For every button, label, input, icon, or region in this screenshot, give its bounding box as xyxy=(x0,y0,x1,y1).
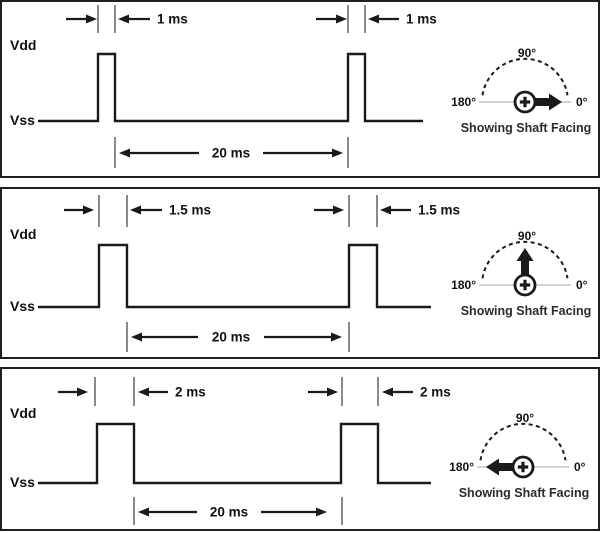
shaft-facing-dial: 90° 180° 0° Showing Shaft Facing xyxy=(451,229,591,318)
dim-arrow-right-icon xyxy=(327,387,338,397)
signal-low-label: Vss xyxy=(10,298,35,314)
dial-arc xyxy=(481,240,569,279)
pulse-width-annotation-right: 1 ms xyxy=(316,5,437,33)
dial-0-label: 0° xyxy=(574,460,586,474)
dial-90-label: 90° xyxy=(518,46,536,60)
pulse-width-label: 1.5 ms xyxy=(418,203,460,218)
dial-180-label: 180° xyxy=(451,278,476,292)
shaft-arrow-anchor xyxy=(486,458,514,476)
dial-90-label: 90° xyxy=(518,229,536,243)
panel-3-drawing: 2 ms 2 ms Vdd Vss 20 ms xyxy=(10,377,589,525)
shaft-arrow-anchor xyxy=(516,248,534,276)
signal-high-label: Vdd xyxy=(10,226,36,242)
shaft-arrow-anchor xyxy=(534,93,562,111)
signal-low-label: Vss xyxy=(10,112,35,128)
screw-plus-icon xyxy=(519,279,531,291)
period-label: 20 ms xyxy=(210,505,248,520)
pulse-width-annotation-left: 1 ms xyxy=(66,5,188,33)
shaft-facing-dial: 90° 180° 0° Showing Shaft Facing xyxy=(449,411,589,500)
screw-plus-icon xyxy=(519,96,531,108)
period-annotation: 20 ms xyxy=(126,322,350,352)
pulse-width-label: 1 ms xyxy=(406,12,437,27)
dim-arrow-right-icon xyxy=(316,507,327,517)
panel-1-drawing: 1 ms 1 ms Vdd Vss 20 ms xyxy=(10,5,591,168)
dial-caption: Showing Shaft Facing xyxy=(461,121,592,135)
dial-caption: Showing Shaft Facing xyxy=(461,304,592,318)
signal-high-label: Vdd xyxy=(10,405,36,421)
panel-pulse-1.5ms: 1.5 ms 1.5 ms Vdd Vss 20 ms xyxy=(0,187,600,359)
shaft-arrow-icon xyxy=(516,248,534,276)
dim-arrow-left-icon xyxy=(138,507,149,517)
pulse-width-label: 1 ms xyxy=(157,12,188,27)
panel-2-drawing: 1.5 ms 1.5 ms Vdd Vss 20 ms xyxy=(10,195,591,352)
dial-arc xyxy=(481,57,569,96)
dim-arrow-left-icon xyxy=(368,14,379,24)
dim-arrow-right-icon xyxy=(77,387,88,397)
dial-caption: Showing Shaft Facing xyxy=(459,486,590,500)
dim-arrow-right-icon xyxy=(86,14,97,24)
pulse-width-annotation-right: 2 ms xyxy=(308,377,451,406)
dim-arrow-left-icon xyxy=(130,205,141,215)
dim-arrow-left-icon xyxy=(138,387,149,397)
dim-arrow-right-icon xyxy=(83,205,94,215)
pwm-waveform-trace xyxy=(38,52,423,123)
pulse-width-annotation-left: 2 ms xyxy=(58,377,206,406)
dim-arrow-right-icon xyxy=(333,205,344,215)
pwm-waveform-trace xyxy=(38,243,431,309)
signal-high-label: Vdd xyxy=(10,37,36,53)
pulse-width-annotation-right: 1.5 ms xyxy=(314,195,460,227)
pulse-width-annotation-left: 1.5 ms xyxy=(64,195,211,227)
dim-arrow-left-icon xyxy=(131,332,142,342)
dial-180-label: 180° xyxy=(451,95,476,109)
pwm-waveform-trace xyxy=(38,422,431,485)
signal-low-label: Vss xyxy=(10,474,35,490)
dial-0-label: 0° xyxy=(576,95,588,109)
panel-pulse-1ms: 1 ms 1 ms Vdd Vss 20 ms xyxy=(0,0,600,178)
period-annotation: 20 ms xyxy=(114,137,349,168)
shaft-facing-dial: 90° 180° 0° Showing Shaft Facing xyxy=(451,46,591,135)
dim-arrow-left-icon xyxy=(119,148,130,158)
shaft-arrow-icon xyxy=(486,458,514,476)
pulse-width-label: 2 ms xyxy=(420,385,451,400)
dim-arrow-right-icon xyxy=(332,148,343,158)
panel-pulse-2ms: 2 ms 2 ms Vdd Vss 20 ms xyxy=(0,367,600,531)
pulse-width-label: 2 ms xyxy=(175,385,206,400)
period-label: 20 ms xyxy=(212,146,250,161)
pulse-width-label: 1.5 ms xyxy=(169,203,211,218)
dial-arc xyxy=(479,422,567,461)
dim-arrow-left-icon xyxy=(118,14,129,24)
shaft-arrow-icon xyxy=(534,93,562,111)
period-label: 20 ms xyxy=(212,330,250,345)
dial-180-label: 180° xyxy=(449,460,474,474)
dial-90-label: 90° xyxy=(516,411,534,425)
dim-arrow-right-icon xyxy=(336,14,347,24)
dim-arrow-left-icon xyxy=(380,205,391,215)
dim-arrow-left-icon xyxy=(382,387,393,397)
screw-plus-icon xyxy=(517,461,529,473)
period-annotation: 20 ms xyxy=(133,497,343,525)
dial-0-label: 0° xyxy=(576,278,588,292)
dim-arrow-right-icon xyxy=(331,332,342,342)
